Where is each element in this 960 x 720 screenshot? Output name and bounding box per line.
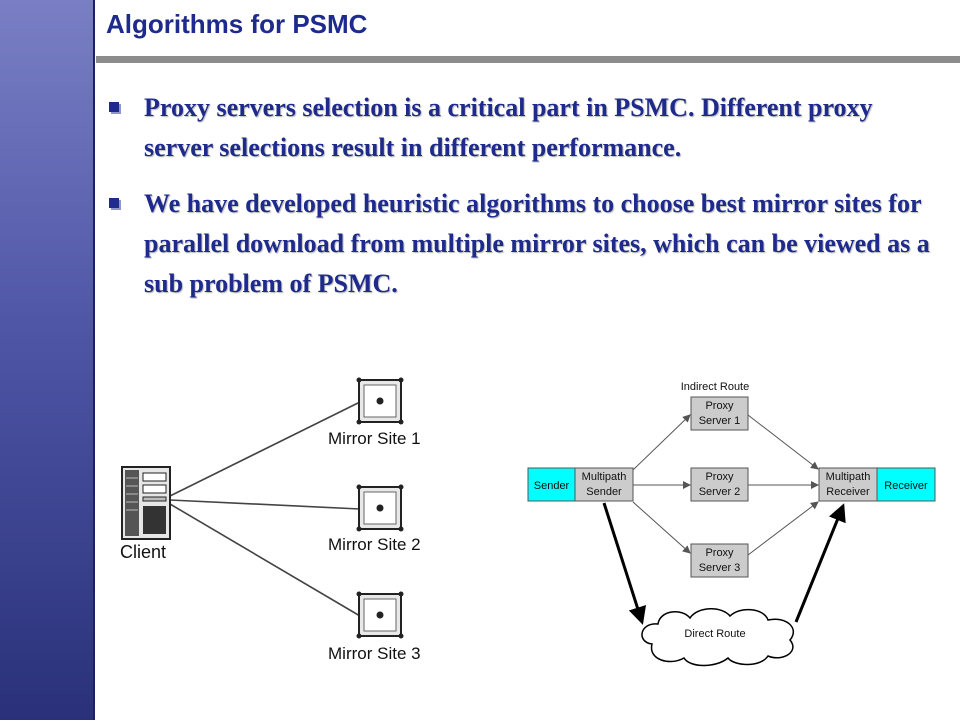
edge-direct-route-receiver (794, 503, 846, 623)
proxy-server-1-box: Proxy Server 1 (690, 396, 749, 431)
direct-route-label: Direct Route (684, 628, 745, 640)
slide-title: Algorithms for PSMC (106, 9, 368, 39)
bullet-item-proxy-selection: Proxy servers selection is a critical pa… (106, 88, 936, 168)
indirect-route-label: Indirect Route (681, 381, 749, 393)
link-client-mirror-1 (169, 401, 361, 497)
link-client-mirror-3 (169, 503, 361, 617)
edge-sender-proxy-3 (632, 501, 691, 554)
multipath-receiver-line-1: Multipath (826, 471, 871, 483)
bullet-square-icon (109, 198, 119, 208)
receiver-box: Receiver (876, 467, 936, 502)
proxy-server-3-line-2: Server 3 (699, 562, 741, 574)
multipath-sender-line-1: Multipath (582, 471, 627, 483)
server-icon (356, 484, 404, 532)
proxy-server-1-line-2: Server 1 (699, 415, 741, 427)
sidebar-band (0, 0, 95, 720)
edge-sender-proxy-1 (632, 414, 691, 471)
proxy-server-2-line-1: Proxy (705, 471, 734, 483)
client-label: Client (120, 542, 166, 562)
server-icon (356, 377, 404, 425)
edge-proxy-1-receiver (747, 414, 819, 470)
bullet-item-heuristic-algorithms: We have developed heuristic algorithms t… (106, 184, 936, 304)
proxy-server-3-box: Proxy Server 3 (690, 543, 749, 578)
bullet-list: Proxy servers selection is a critical pa… (106, 88, 936, 320)
sender-box: Sender (527, 467, 576, 502)
client-computer-icon (121, 466, 171, 540)
direct-route-cloud-icon (641, 608, 795, 667)
bullet-square-icon (109, 102, 119, 112)
receiver-label: Receiver (884, 480, 928, 492)
edge-proxy-3-receiver (747, 501, 819, 556)
bullet-text: We have developed heuristic algorithms t… (144, 189, 930, 298)
multipath-receiver-line-2: Receiver (826, 486, 870, 498)
proxy-server-3-line-1: Proxy (705, 547, 734, 559)
proxy-server-2-line-2: Server 2 (699, 486, 741, 498)
psmc-routing-diagram: Indirect Route Proxy Server 1 Proxy Serv… (527, 381, 936, 667)
mirror-download-diagram: Client Mirror Site 1 Mirror Site 2 Mirro… (120, 377, 421, 663)
multipath-sender-line-2: Sender (586, 486, 622, 498)
mirror-site-2-label: Mirror Site 2 (328, 535, 421, 554)
proxy-server-2-box: Proxy Server 2 (690, 467, 749, 502)
mirror-site-1-label: Mirror Site 1 (328, 429, 421, 448)
multipath-receiver-box: Multipath Receiver (818, 467, 878, 502)
link-client-mirror-2 (169, 499, 361, 510)
proxy-server-1-line-1: Proxy (705, 400, 734, 412)
mirror-site-3-label: Mirror Site 3 (328, 644, 421, 663)
server-icon (356, 591, 404, 639)
sender-label: Sender (534, 480, 570, 492)
edge-sender-direct-route (602, 502, 647, 625)
multipath-sender-box: Multipath Sender (574, 467, 634, 502)
bullet-text: Proxy servers selection is a critical pa… (144, 93, 873, 162)
title-divider (96, 56, 960, 63)
